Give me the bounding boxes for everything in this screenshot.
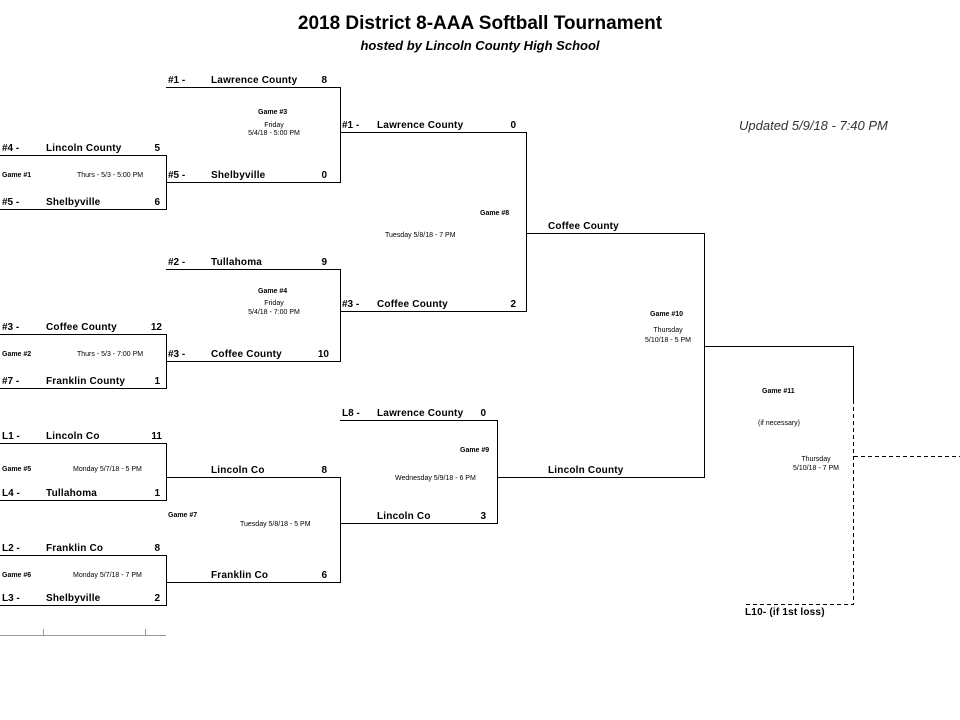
game6-bracket-line [0,555,167,606]
game8-top-seed: #1 - [342,120,360,131]
game2-top-team: Coffee County [46,322,117,333]
grid-remnant-line [0,629,166,636]
game7-schedule: Tuesday 5/8/18 - 5 PM [240,521,311,528]
game8-bottom-team: Coffee County [377,299,448,310]
game8-bracket-line [340,132,527,312]
game1-schedule: Thurs - 5/3 - 5:00 PM [77,172,144,179]
game3-bracket-line [166,87,341,183]
game9-bottom-score: 3 [480,511,486,522]
game1-top-team: Lincoln County [46,143,122,154]
game1-bottom-team: Shelbyville [46,197,101,208]
game6-label: Game #6 [2,572,32,579]
game10-day: Thursday [653,327,683,334]
game3-day: Friday [264,122,284,129]
game5-label: Game #5 [2,466,32,473]
game2-bottom-score: 1 [154,376,160,387]
game2-top-score: 12 [150,322,162,333]
game9-top-seed: L8 - [342,408,360,419]
game3-label: Game #3 [258,109,288,116]
game7-bottom-team: Franklin Co [211,570,269,581]
game5-bottom-score: 1 [154,488,160,499]
game8-bottom-score: 2 [510,299,516,310]
game6-top-score: 8 [154,543,160,554]
game5-bracket-line [0,443,167,501]
game10-bracket-line [497,233,705,478]
game3-schedule: 5/4/18 - 5:00 PM [248,130,300,137]
game10-label: Game #10 [650,311,684,318]
page-subtitle: hosted by Lincoln County High School [360,38,600,53]
game4-day: Friday [264,300,284,307]
game7-bottom-score: 6 [321,570,327,581]
game5-top-seed: L1 - [2,431,20,442]
game2-bottom-team: Franklin County [46,376,126,387]
game1-label: Game #1 [2,172,32,179]
game8-top-score: 0 [510,120,516,131]
game11-dashed-line [744,400,854,605]
game6-top-seed: L2 - [2,543,20,554]
game9-bracket-line [340,420,498,524]
game7-top-score: 8 [321,465,327,476]
game4-bracket-line [166,269,341,362]
game11-schedule: 5/10/18 - 7 PM [793,465,839,472]
game1-top-score: 5 [154,143,160,154]
game7-top-team: Lincoln Co [211,465,265,476]
game5-bottom-seed: L4 - [2,488,20,499]
game7-bracket-line [166,477,341,583]
game3-bottom-team: Shelbyville [211,170,266,181]
game10-bottom-team: Lincoln County [548,465,624,476]
updated-timestamp: Updated 5/9/18 - 7:40 PM [739,118,888,133]
game7-label: Game #7 [168,512,198,519]
game8-schedule: Tuesday 5/8/18 - 7 PM [385,232,456,239]
game11-day: Thursday [801,456,831,463]
game3-bottom-score: 0 [321,170,327,181]
game2-schedule: Thurs - 5/3 - 7:00 PM [77,351,144,358]
game1-top-seed: #4 - [2,143,20,154]
game9-schedule: Wednesday 5/9/18 - 6 PM [395,475,476,482]
game11-note: (if necessary) [758,420,801,427]
game11-top-line [704,346,854,400]
game10-schedule: 5/10/18 - 5 PM [645,337,691,344]
game6-schedule: Monday 5/7/18 - 7 PM [73,572,142,579]
game5-top-team: Lincoln Co [46,431,100,442]
game4-schedule: 5/4/18 - 7:00 PM [248,309,300,316]
game9-top-team: Lawrence County [377,408,464,419]
game1-bottom-seed: #5 - [2,197,20,208]
game3-bottom-seed: #5 - [168,170,186,181]
game5-bottom-team: Tullahoma [46,488,98,499]
game6-top-team: Franklin Co [46,543,104,554]
game3-top-team: Lawrence County [211,75,298,86]
game5-top-score: 11 [151,431,162,442]
game4-top-team: Tullahoma [211,257,263,268]
game2-label: Game #2 [2,351,32,358]
game4-bottom-score: 10 [317,349,329,360]
game4-top-seed: #2 - [168,257,186,268]
game2-bottom-seed: #7 - [2,376,20,387]
game9-top-score: 0 [480,408,486,419]
game2-top-seed: #3 - [2,322,20,333]
game5-schedule: Monday 5/7/18 - 5 PM [73,466,142,473]
game8-label: Game #8 [480,210,510,217]
game11-label: Game #11 [762,388,795,395]
game6-bottom-team: Shelbyville [46,593,101,604]
game8-bottom-seed: #3 - [342,299,360,310]
page-title: 2018 District 8-AAA Softball Tournament [297,13,663,34]
game4-bottom-team: Coffee County [211,349,282,360]
game11-bottom-label: L10- (if 1st loss) [745,607,825,618]
game6-bottom-score: 2 [154,593,160,604]
game3-top-seed: #1 - [168,75,186,86]
game8-top-team: Lawrence County [377,120,464,131]
game1-bottom-score: 6 [154,197,160,208]
game4-bottom-seed: #3 - [168,349,186,360]
game10-top-team: Coffee County [548,221,619,232]
game3-top-score: 8 [321,75,327,86]
game6-bottom-seed: L3 - [2,593,20,604]
game4-label: Game #4 [258,288,288,295]
game9-label: Game #9 [460,447,490,454]
game4-top-score: 9 [321,257,327,268]
game9-bottom-team: Lincoln Co [377,511,431,522]
